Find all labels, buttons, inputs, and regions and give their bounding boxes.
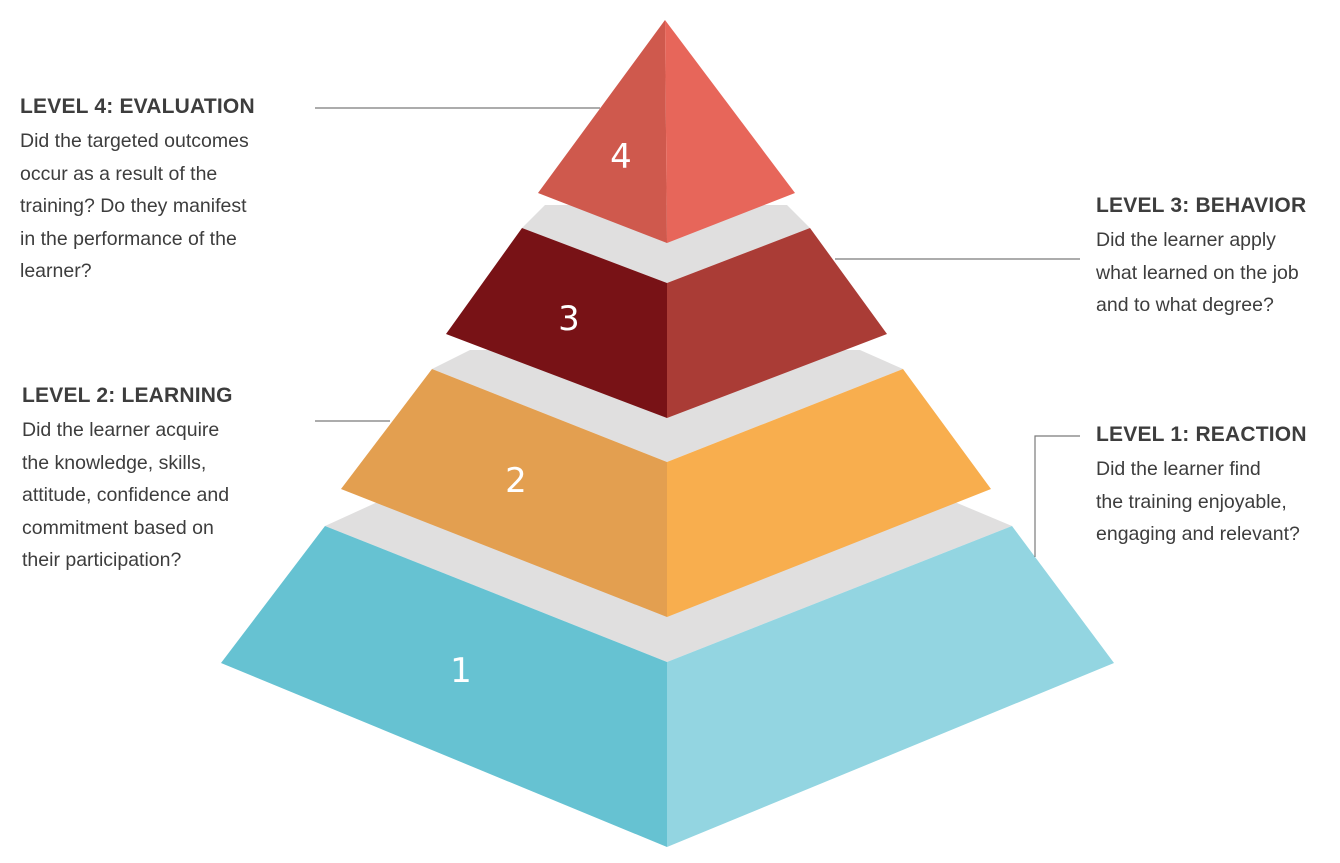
level4-label: LEVEL 4: EVALUATION Did the targeted out…: [20, 93, 255, 288]
level4-desc-line: occur as a result of the: [20, 162, 218, 185]
level3-label: LEVEL 3: BEHAVIOR Did the learner apply …: [1096, 192, 1306, 322]
level4-number: 4: [610, 137, 632, 177]
level3-left-face: [446, 228, 667, 418]
level1-desc-line: engaging and relevant?: [1096, 523, 1300, 546]
level2-desc-line: their participation?: [22, 549, 182, 572]
level1-title: LEVEL 1: REACTION: [1096, 423, 1307, 446]
level2-label: LEVEL 2: LEARNING Did the learner acquir…: [22, 382, 233, 577]
connector-line-level1: [1034, 435, 1080, 557]
level3-right-face: [667, 228, 887, 418]
level4-desc-line: training? Do they manifest: [20, 195, 247, 218]
gap-band-3-4: [522, 205, 810, 283]
level4-right-face: [665, 20, 795, 243]
level3-desc-line: what learned on the job: [1096, 261, 1299, 284]
level2-desc-line: attitude, confidence and: [22, 484, 230, 507]
level2-desc-line: the knowledge, skills,: [22, 451, 207, 474]
level1-desc-line: Did the learner find: [1096, 458, 1261, 480]
level1-left-face: [221, 526, 667, 847]
level1-number: 1: [450, 651, 472, 691]
level2-desc-line: Did the learner acquire: [22, 419, 220, 441]
level3-title: LEVEL 3: BEHAVIOR: [1096, 194, 1307, 217]
level4-desc-line: in the performance of the: [20, 227, 237, 250]
level4-desc-line: Did the targeted outcomes: [20, 130, 249, 152]
level2-desc-line: commitment based on: [22, 516, 214, 539]
level4-left-face: [538, 20, 667, 243]
level4-title: LEVEL 4: EVALUATION: [20, 95, 255, 118]
level2-number: 2: [505, 461, 527, 501]
level4-desc-line: learner?: [20, 260, 92, 283]
level3-number: 3: [558, 299, 580, 339]
level3-desc-line: Did the learner apply: [1096, 229, 1276, 251]
level3-desc-line: and to what degree?: [1096, 294, 1274, 317]
level2-title: LEVEL 2: LEARNING: [22, 384, 233, 407]
level1-right-face: [667, 526, 1114, 847]
level1-desc-line: the training enjoyable,: [1096, 490, 1287, 513]
level2-right-face: [667, 369, 991, 617]
level2-left-face: [341, 369, 667, 617]
level1-label: LEVEL 1: REACTION Did the learner find t…: [1096, 421, 1307, 551]
